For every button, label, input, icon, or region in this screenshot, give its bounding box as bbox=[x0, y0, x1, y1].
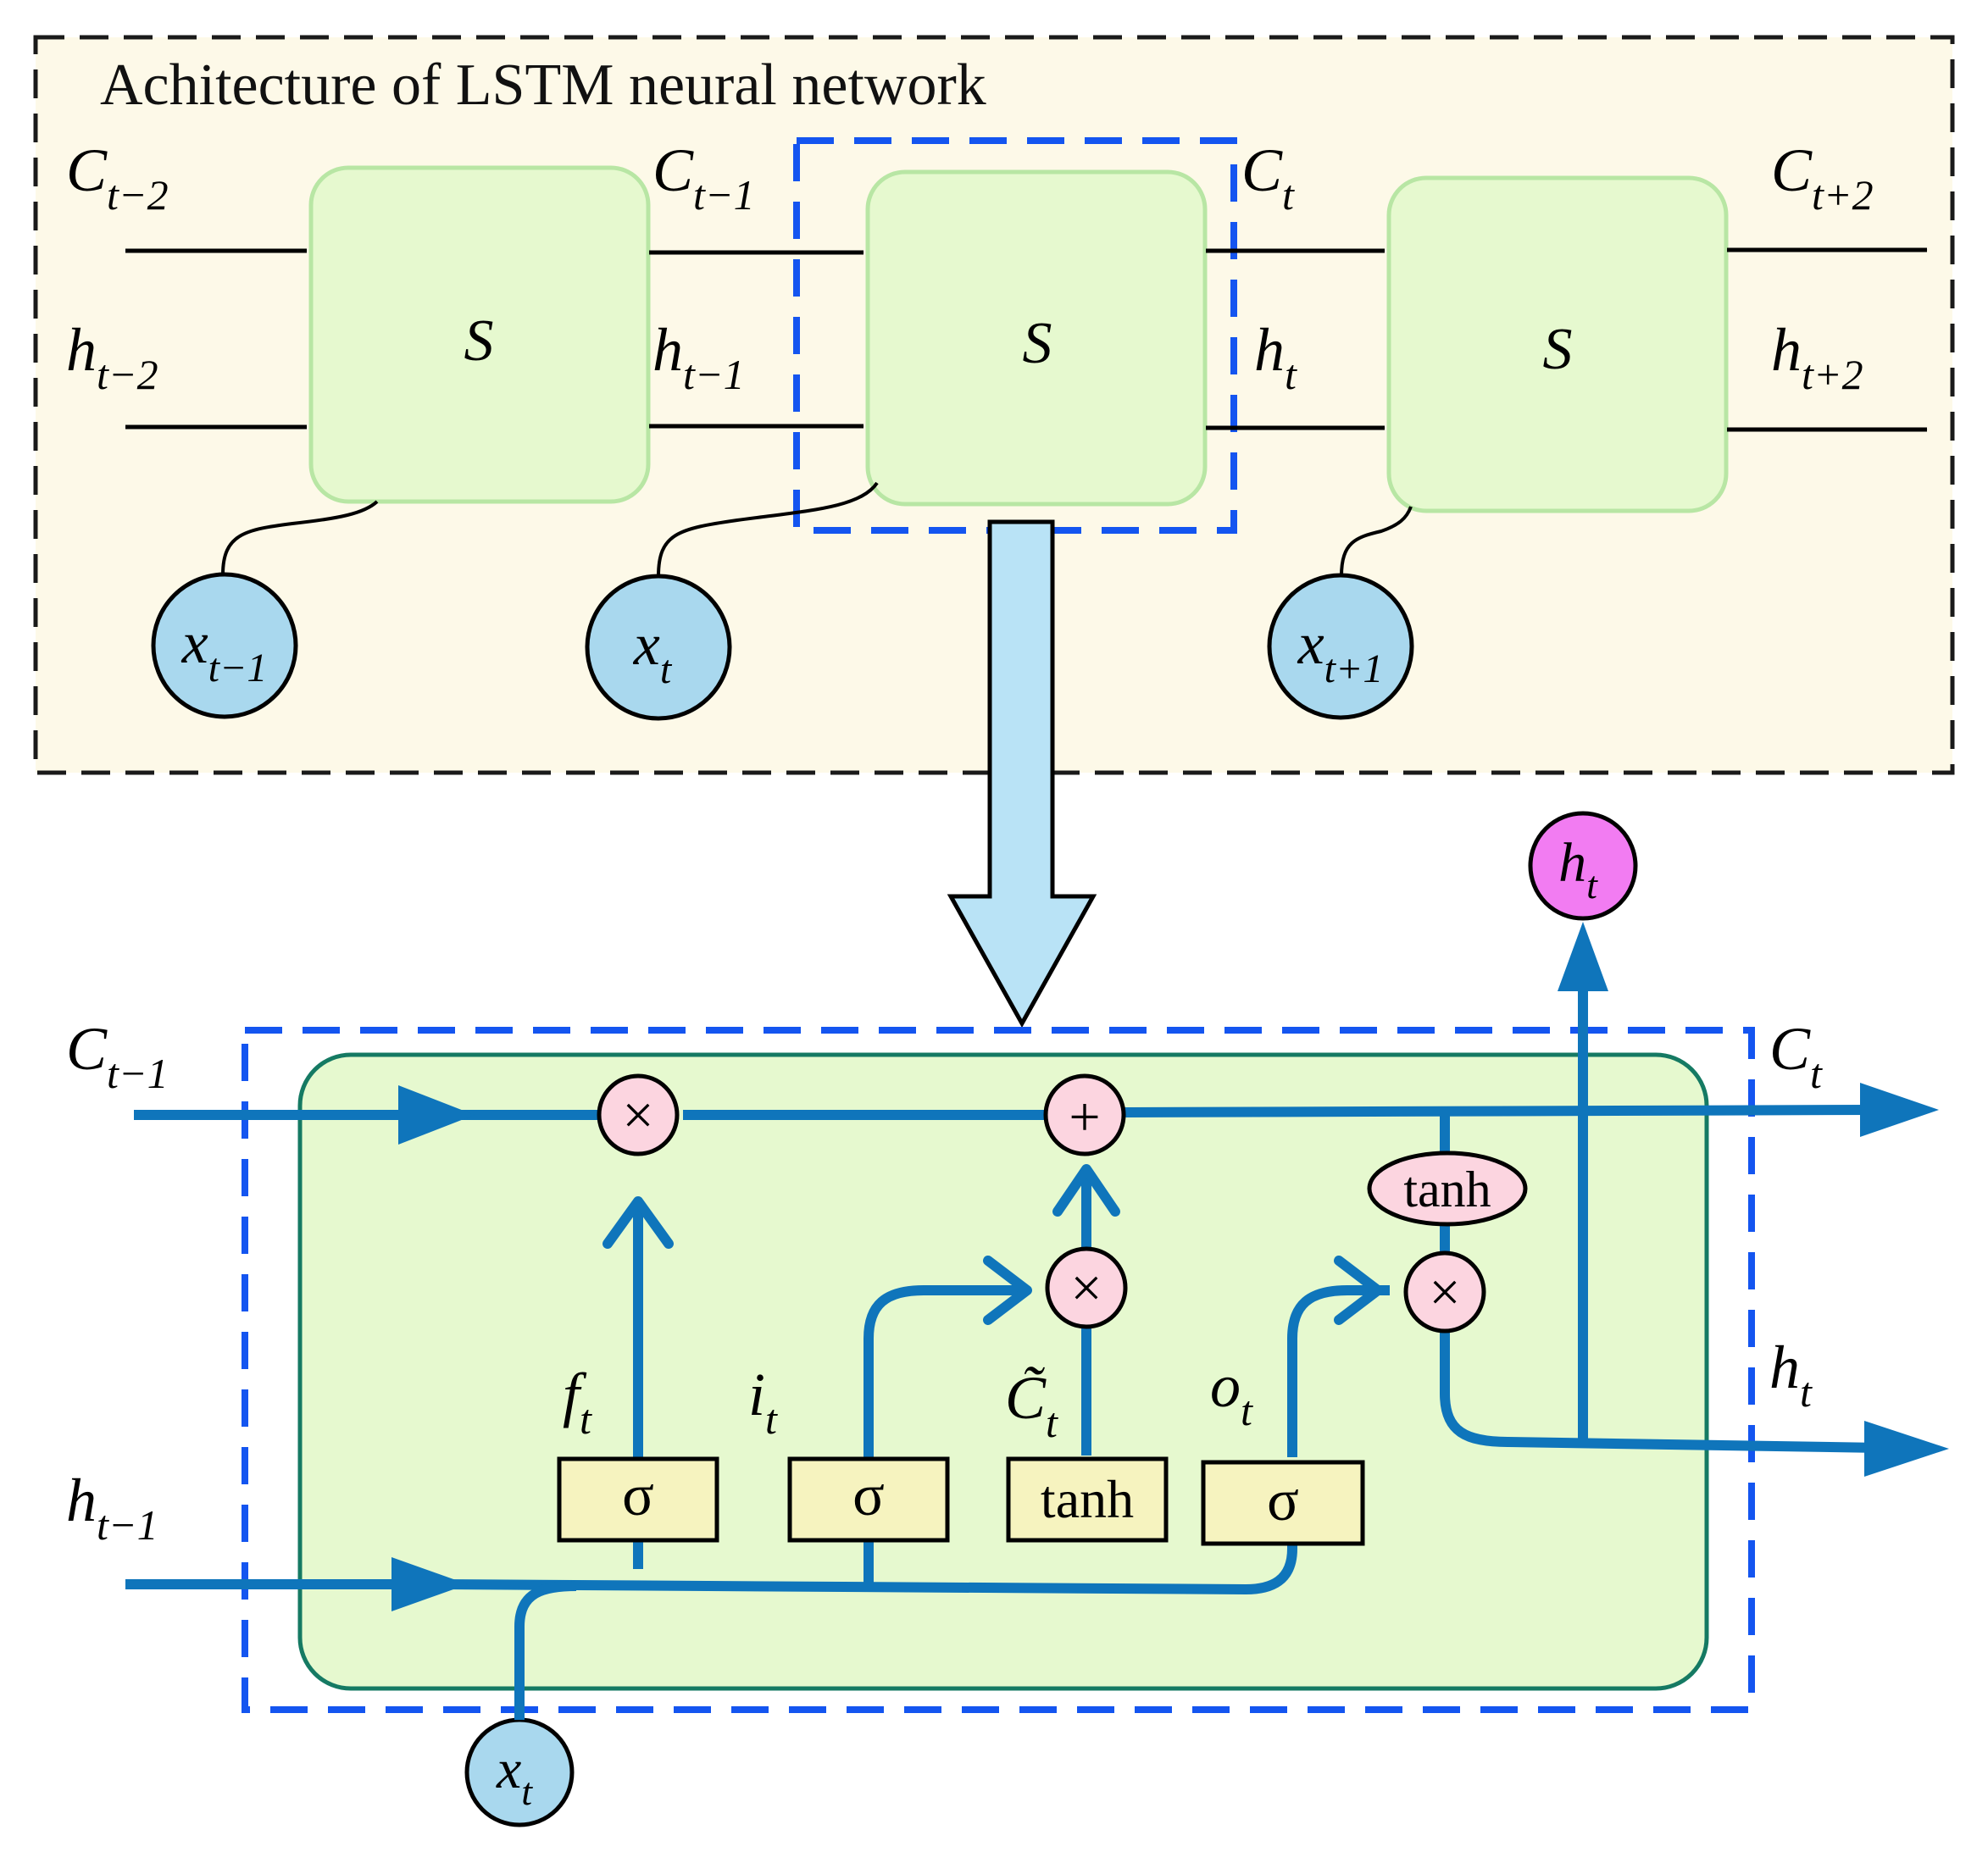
open-arrowheads bbox=[603, 1164, 1383, 1325]
label-h-t: ht bbox=[1254, 316, 1297, 398]
op-output-mult bbox=[1403, 1250, 1486, 1334]
cell-label-2: S bbox=[1023, 311, 1052, 376]
bottom-input-node: xt bbox=[464, 1717, 575, 1827]
arrowhead-h-in bbox=[391, 1557, 468, 1611]
op-label-input-mult: × bbox=[1070, 1257, 1102, 1319]
top-arrows bbox=[125, 247, 1928, 432]
label-h-prev: ht−1 bbox=[66, 1467, 158, 1549]
output-circle bbox=[1528, 811, 1638, 921]
label-c-next: Ct bbox=[1769, 1015, 1823, 1097]
input-label-3: xt+1 bbox=[1297, 612, 1384, 691]
op-label-tanh: tanh bbox=[1403, 1162, 1491, 1217]
lstm-cell-2 bbox=[865, 169, 1208, 507]
op-label-output-mult: × bbox=[1429, 1261, 1460, 1323]
gate-box-candidate bbox=[1006, 1456, 1169, 1543]
label-c-prev: Ct−1 bbox=[66, 1015, 169, 1097]
gate-label-output: σ bbox=[1267, 1468, 1299, 1533]
cell-label-1: S bbox=[464, 308, 494, 374]
lstm-cell-1 bbox=[308, 165, 651, 504]
arrowhead-c-out bbox=[1860, 1083, 1939, 1137]
op-label-add: + bbox=[1069, 1086, 1100, 1148]
gate-boxes bbox=[557, 1456, 1365, 1546]
signal-i: it bbox=[748, 1361, 778, 1443]
signal-o: ot bbox=[1210, 1352, 1253, 1434]
connector-x1 bbox=[221, 500, 379, 575]
label-h-t2: ht+2 bbox=[1771, 316, 1863, 398]
input-node-3: xt+1 bbox=[1267, 573, 1414, 720]
input-label-1: xt−1 bbox=[181, 611, 268, 690]
cell-label-3: S bbox=[1543, 317, 1573, 382]
expand-arrow bbox=[947, 519, 1097, 1029]
label-h-t-2: ht−2 bbox=[66, 316, 158, 398]
input-circle-1 bbox=[151, 572, 298, 719]
gate-label-input: σ bbox=[852, 1463, 885, 1528]
connector-x2 bbox=[657, 481, 879, 577]
op-forget-mult bbox=[597, 1073, 680, 1156]
cell-state-out bbox=[1124, 1105, 1874, 1117]
hidden-out-path bbox=[1440, 1326, 1882, 1453]
label-c-t2: Ct+2 bbox=[1771, 136, 1874, 219]
label-h-next: ht bbox=[1769, 1334, 1813, 1416]
input-node-1: xt−1 bbox=[151, 572, 298, 719]
connector-x3 bbox=[1340, 506, 1413, 577]
cell-detail-body bbox=[297, 1052, 1709, 1691]
label-c-t: Ct bbox=[1241, 136, 1295, 219]
arrowhead-input bbox=[983, 1256, 1032, 1325]
gate-box-forget bbox=[557, 1456, 719, 1543]
gate-box-output bbox=[1201, 1460, 1365, 1546]
cell-detail-frame bbox=[242, 1027, 1755, 1713]
op-nodes bbox=[597, 1073, 1528, 1334]
arrowhead-ht-up bbox=[1558, 922, 1608, 991]
op-label-forget-mult: × bbox=[622, 1084, 653, 1146]
top-panel: Achitecture of LSTM neural network S S S bbox=[33, 35, 1955, 775]
op-input-mult bbox=[1045, 1246, 1128, 1329]
input-connectors bbox=[221, 481, 1413, 577]
op-tanh bbox=[1367, 1151, 1528, 1227]
label-c-t-2: Ct−2 bbox=[66, 136, 169, 219]
gate-label-forget: σ bbox=[622, 1463, 654, 1528]
arrowhead-candidate bbox=[1052, 1164, 1120, 1217]
signal-c-tilde: C̃t bbox=[1005, 1364, 1058, 1446]
input-circle-3 bbox=[1267, 573, 1414, 720]
output-node: ht bbox=[1528, 811, 1638, 921]
panel-title: Achitecture of LSTM neural network bbox=[100, 53, 986, 118]
arrowhead-c-in bbox=[398, 1085, 475, 1145]
arrowhead-h-out bbox=[1864, 1421, 1949, 1477]
output-signal bbox=[1287, 1285, 1390, 1457]
gate-box-input bbox=[787, 1456, 950, 1543]
gate-label-candidate: tanh bbox=[1041, 1469, 1134, 1529]
op-add bbox=[1043, 1073, 1126, 1156]
arrowhead-forget bbox=[603, 1196, 674, 1249]
lstm-cell-3 bbox=[1386, 175, 1729, 513]
x-input-path bbox=[514, 1581, 577, 1652]
hidden-bus bbox=[440, 1502, 1297, 1594]
input-node-2: xt bbox=[585, 574, 732, 721]
output-label: ht bbox=[1558, 832, 1598, 907]
arrowhead-output bbox=[1334, 1256, 1383, 1325]
flow-arrowheads bbox=[391, 922, 1949, 1611]
bottom-input-label: xt bbox=[496, 1738, 533, 1813]
label-h-t-1: ht−1 bbox=[652, 316, 745, 398]
bottom-panel: σ σ tanh σ ft it C̃t ot × + × × tanh bbox=[66, 811, 1949, 1827]
label-c-t-1: Ct−1 bbox=[652, 136, 755, 219]
input-label-2: xt bbox=[633, 613, 673, 692]
input-signal bbox=[864, 1285, 1024, 1457]
input-circle-2 bbox=[585, 574, 732, 721]
